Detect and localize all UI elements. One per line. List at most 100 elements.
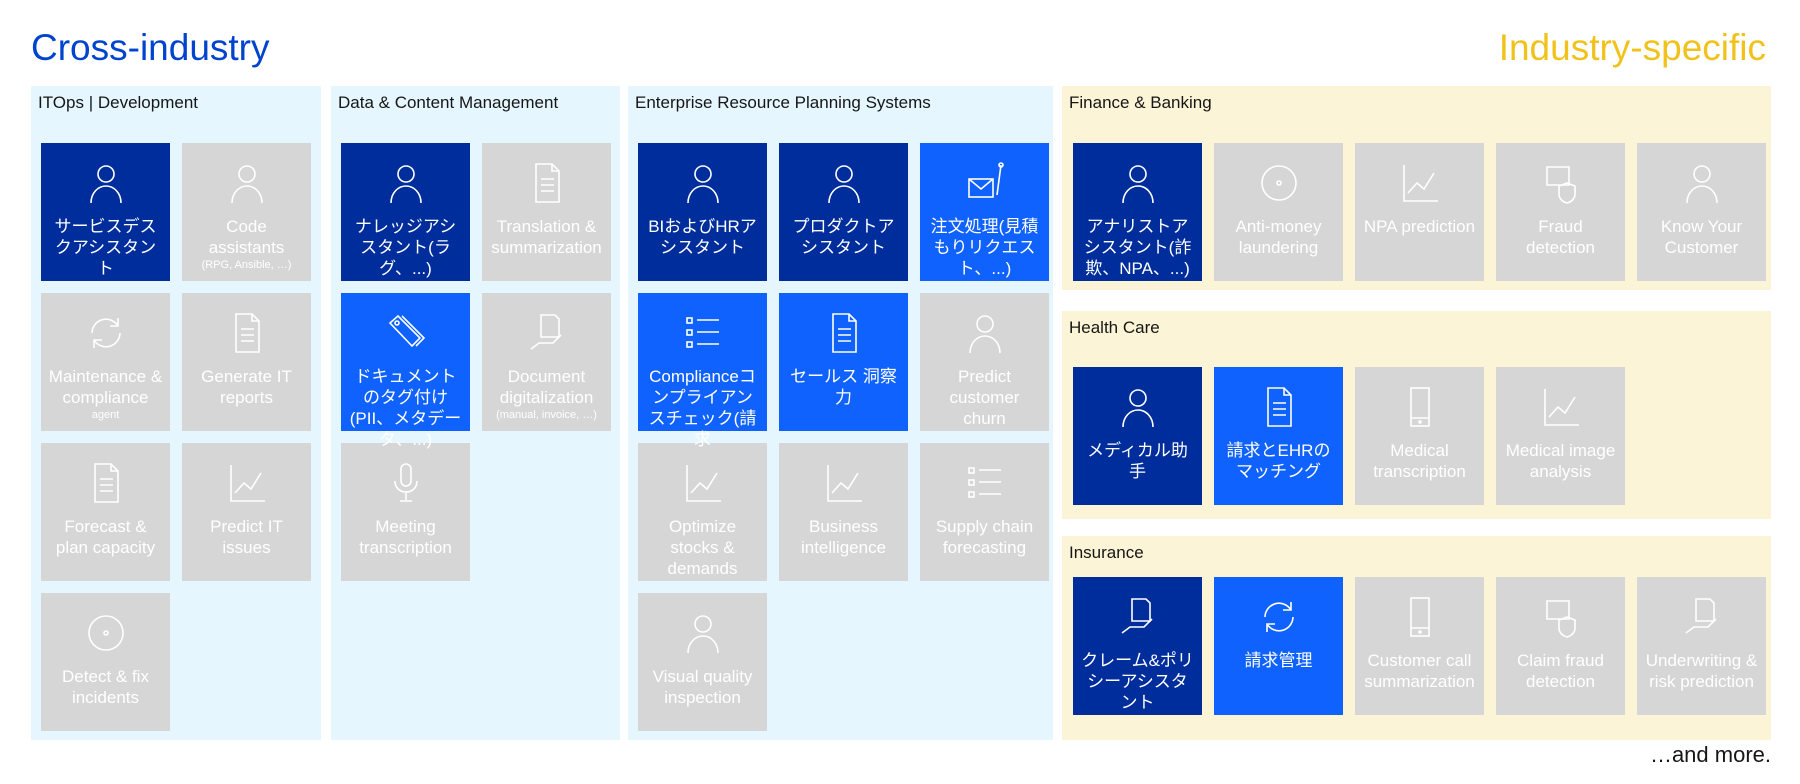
tile-label: Customer call summarization	[1364, 651, 1475, 691]
use-case-tile[interactable]: Underwriting & risk prediction	[1637, 577, 1766, 715]
use-case-tile[interactable]: NPA prediction	[1355, 143, 1484, 281]
clipboard-icon	[1214, 383, 1343, 431]
panel-insurance: Insurance クレーム&ポリシーアシスタント請求管理 Customer cal…	[1062, 536, 1771, 740]
tile-sublabel: agent	[91, 409, 120, 421]
use-case-tile[interactable]: Anti-money laundering	[1214, 143, 1343, 281]
headset-person-icon	[41, 159, 170, 207]
tile-label: アナリストアシスタント(詐欺、NPA、...)	[1083, 217, 1192, 278]
use-case-tile[interactable]: 請求とEHRのマッチング	[1214, 367, 1343, 505]
panel-title: Data & Content Management	[338, 93, 559, 112]
use-case-tile[interactable]: Business intelligence	[779, 443, 908, 581]
envelope-chart-icon	[920, 159, 1049, 207]
document-hand-icon	[482, 309, 611, 357]
tile-grid: サービスデスクアシスタント Code assistants(RPG, Ansibl…	[41, 143, 311, 731]
tile-grid: メディカル助手請求とEHRのマッチング Medical transcription…	[1073, 367, 1766, 505]
use-case-tile[interactable]: Supply chain forecasting	[920, 443, 1049, 581]
report-icon	[182, 309, 311, 357]
graduate-icon	[341, 159, 470, 207]
use-case-tile[interactable]: Code assistants(RPG, Ansible, …)	[182, 143, 311, 281]
use-case-tile[interactable]: Medical image analysis	[1496, 367, 1625, 505]
tile-label: メディカル助手	[1087, 441, 1188, 481]
use-case-tile[interactable]: Visual quality inspection	[638, 593, 767, 731]
use-case-tile[interactable]: Customer call summarization	[1355, 577, 1484, 715]
trend-circle-icon	[638, 459, 767, 507]
use-case-tile[interactable]: ナレッジアシスタント(ラグ、...)	[341, 143, 470, 281]
analyst-icon	[1073, 159, 1202, 207]
use-case-tile[interactable]: Optimize stocks & demands	[638, 443, 767, 581]
use-case-tile[interactable]: Meeting transcription	[341, 443, 470, 581]
use-case-tile[interactable]: Maintenance & compliance agent	[41, 293, 170, 431]
use-case-tile[interactable]: Medical transcription	[1355, 367, 1484, 505]
use-case-tile[interactable]: Fraud detection	[1496, 143, 1625, 281]
use-case-tile[interactable]: BIおよびHRアシスタント	[638, 143, 767, 281]
use-case-tile[interactable]: 注文処理(見積もりリクエスト、...)	[920, 143, 1049, 281]
tile-label: Predict customer churn	[949, 367, 1020, 428]
use-case-tile[interactable]: Detect & fix incidents	[41, 593, 170, 731]
use-case-tile[interactable]: ドキュメントのタグ付け(PII、メタデータ、...)	[341, 293, 470, 449]
use-case-tile[interactable]: Translation & summarization	[482, 143, 611, 281]
tile-label: Predict IT issues	[210, 517, 283, 557]
panel-title: Finance & Banking	[1069, 93, 1212, 112]
product-person-icon	[779, 159, 908, 207]
tile-label: Anti-money laundering	[1235, 217, 1322, 257]
card-shield-icon	[1496, 159, 1625, 207]
translate-icon	[482, 159, 611, 207]
tile-label: クレーム&ポリシーアシスタント	[1081, 651, 1194, 712]
use-case-tile[interactable]: Predict customer churn	[920, 293, 1049, 431]
tile-label: Translation & summarization	[491, 217, 602, 257]
use-case-tile[interactable]: Claim fraud detection	[1496, 577, 1625, 715]
tile-label: Generate IT reports	[201, 367, 292, 407]
use-case-tile[interactable]: クレーム&ポリシーアシスタント	[1073, 577, 1202, 715]
tile-label: Know Your Customer	[1660, 217, 1743, 257]
use-case-tile[interactable]: アナリストアシスタント(詐欺、NPA、...)	[1073, 143, 1202, 281]
use-case-tile[interactable]: Generate IT reports	[182, 293, 311, 431]
use-case-tile[interactable]: メディカル助手	[1073, 367, 1202, 505]
line-chart-icon	[1355, 159, 1484, 207]
conveyor-icon	[920, 459, 1049, 507]
use-case-tile[interactable]: サービスデスクアシスタント	[41, 143, 170, 281]
use-case-tile[interactable]: Know Your Customer	[1637, 143, 1766, 281]
robot-icon	[638, 609, 767, 657]
strategy-icon	[779, 459, 908, 507]
and-more-text: …and more.	[1649, 742, 1771, 767]
cross-industry-heading: Cross-industry	[31, 27, 270, 68]
tile-label: Meeting transcription	[359, 517, 452, 557]
person-dashboard-icon	[638, 159, 767, 207]
checklist-icon	[638, 309, 767, 357]
use-case-tile[interactable]: Document digitalization(manual, invoice,…	[482, 293, 611, 431]
tile-label: Fraud detection	[1526, 217, 1595, 257]
washer-icon	[1214, 159, 1343, 207]
tile-label: Complianceコンプライアンスチェック(請求	[648, 367, 757, 449]
tile-label: Optimize stocks & demands	[667, 517, 738, 578]
microphone-icon	[341, 459, 470, 507]
tile-label: 注文処理(見積もりリクエスト、...)	[930, 217, 1039, 278]
use-case-tile[interactable]: プロダクトアシスタント	[779, 143, 908, 281]
use-case-tile[interactable]: 請求管理	[1214, 577, 1343, 715]
use-case-tile[interactable]: セールス 洞察 力	[779, 293, 908, 431]
handshake-icon	[1637, 593, 1766, 641]
predict-chart-icon	[182, 459, 311, 507]
tile-label: BIおよびHRアシスタント	[648, 217, 757, 257]
tile-label: Detect & fix incidents	[62, 667, 149, 707]
panel-title: Insurance	[1069, 543, 1144, 562]
tile-label: サービスデスクアシスタント	[54, 217, 157, 278]
tile-label: Maintenance & compliance	[48, 367, 163, 407]
code-person-icon	[182, 159, 311, 207]
use-case-tile[interactable]: Predict IT issues	[182, 443, 311, 581]
radar-icon	[41, 609, 170, 657]
exit-person-icon	[920, 309, 1049, 357]
use-case-tile[interactable]: Complianceコンプライアンスチェック(請求	[638, 293, 767, 449]
customer-cycle-icon	[1637, 159, 1766, 207]
use-case-tile[interactable]: Forecast & plan capacity	[41, 443, 170, 581]
industry-specific-heading: Industry-specific	[1498, 27, 1766, 68]
document-hand-icon	[1073, 593, 1202, 641]
tile-label: Supply chain forecasting	[935, 517, 1034, 557]
tile-label: Code assistants	[208, 217, 285, 257]
tile-label: Underwriting & risk prediction	[1645, 651, 1758, 691]
capacity-icon	[41, 459, 170, 507]
tile-label: ドキュメントのタグ付け(PII、メタデータ、...)	[349, 367, 462, 449]
tile-label: Medical transcription	[1373, 441, 1466, 481]
tile-label: NPA prediction	[1363, 217, 1476, 236]
